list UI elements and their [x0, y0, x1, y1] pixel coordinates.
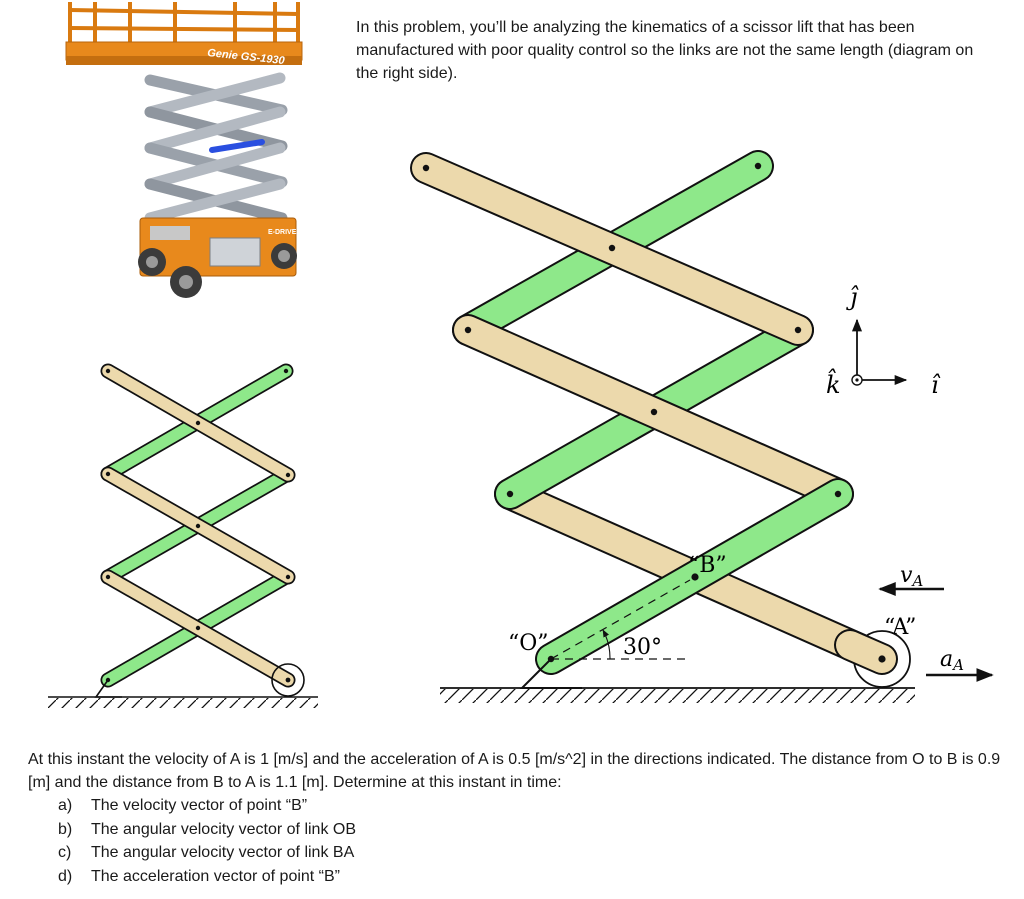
photo-wheels — [138, 243, 297, 298]
small-roller — [271, 663, 305, 697]
task-list: a)The velocity vector of point “B” b)The… — [28, 794, 1003, 888]
label-aA: aA — [940, 647, 964, 674]
problem-statement: At this instant the velocity of A is 1 [… — [28, 751, 1001, 791]
small-ground — [48, 696, 318, 708]
label-vA: vA — [900, 563, 923, 590]
drive-decal: E-DRIVE — [268, 229, 297, 236]
platform-railing — [68, 2, 300, 48]
label-A: “A” — [884, 615, 916, 640]
reference-incline — [550, 579, 691, 660]
angle-arc — [602, 629, 611, 660]
point-B-pin — [691, 573, 699, 581]
main-scissor-diagram: “O” “B” “A” 30° vA aA ĵ k̂ î — [410, 150, 994, 703]
scissor-lift-photo: Genie GS-1930 E-DRIVE — [65, 2, 303, 298]
unit-i: î — [931, 371, 941, 399]
intro-paragraph: In this problem, you’ll be analyzing the… — [356, 19, 974, 82]
coordinate-frame: ĵ k̂ î — [826, 283, 941, 399]
tan-links — [410, 152, 854, 510]
task-item: c)The angular velocity vector of link BA — [58, 844, 355, 861]
label-O: “O” — [508, 631, 549, 656]
problem-section: At this instant the velocity of A is 1 [… — [28, 748, 1003, 888]
pin-support-O — [519, 658, 582, 689]
main-ground — [440, 687, 915, 703]
small-pins — [105, 368, 291, 683]
scissor-stack — [144, 72, 288, 224]
label-angle: 30° — [623, 635, 662, 660]
label-B: “B” — [688, 553, 727, 578]
task-item: b)The angular velocity vector of link OB — [58, 820, 357, 838]
unit-k: k̂ — [826, 368, 841, 399]
task-item: a)The velocity vector of point “B” — [58, 797, 308, 814]
task-item: d)The acceleration vector of point “B” — [58, 867, 341, 885]
unit-j: ĵ — [846, 283, 859, 311]
small-scissor-diagram — [48, 363, 318, 708]
small-pin-support — [94, 679, 122, 698]
